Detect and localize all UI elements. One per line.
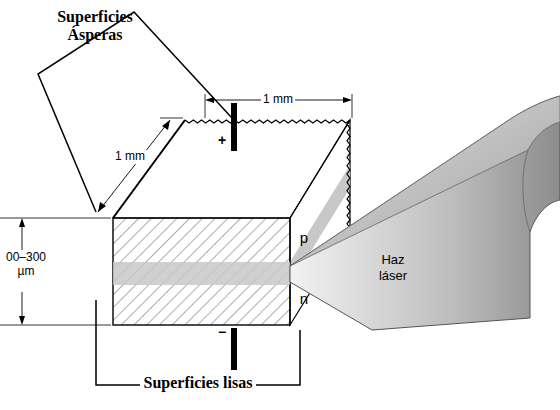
beam-region: Haz láser bbox=[370, 252, 416, 283]
layer-label: p bbox=[300, 229, 308, 246]
bracket-smooth bbox=[96, 300, 300, 385]
bracket-rough bbox=[38, 12, 232, 212]
polarity-sign: + bbox=[218, 132, 226, 148]
surface-label: Superficies Ásperas bbox=[45, 8, 145, 45]
active-layer bbox=[113, 262, 290, 285]
chip-front-face bbox=[113, 218, 290, 325]
laser-beam bbox=[290, 96, 560, 330]
beam-contour bbox=[523, 150, 530, 232]
polarity-sign: − bbox=[218, 324, 226, 340]
electrode-top bbox=[231, 103, 237, 151]
rough-edges bbox=[185, 120, 350, 228]
dimension-line bbox=[98, 120, 170, 212]
dimension-label: 1 mm bbox=[261, 93, 295, 107]
chip-edge bbox=[290, 120, 350, 218]
laser-beam-top bbox=[290, 96, 560, 266]
rough-edge bbox=[185, 120, 350, 123]
chip-edge bbox=[113, 217, 290, 218]
dimension-label: 00–300 µm bbox=[2, 251, 50, 279]
electrode-bottom bbox=[231, 328, 237, 370]
chip-edge bbox=[113, 120, 185, 218]
dimension-label: 1 mm bbox=[113, 150, 147, 164]
rough-edge bbox=[347, 120, 350, 228]
surface-label: Superficies lisas bbox=[140, 374, 257, 392]
beam-label: Haz láser bbox=[370, 252, 416, 283]
layer-label: n bbox=[300, 290, 308, 307]
